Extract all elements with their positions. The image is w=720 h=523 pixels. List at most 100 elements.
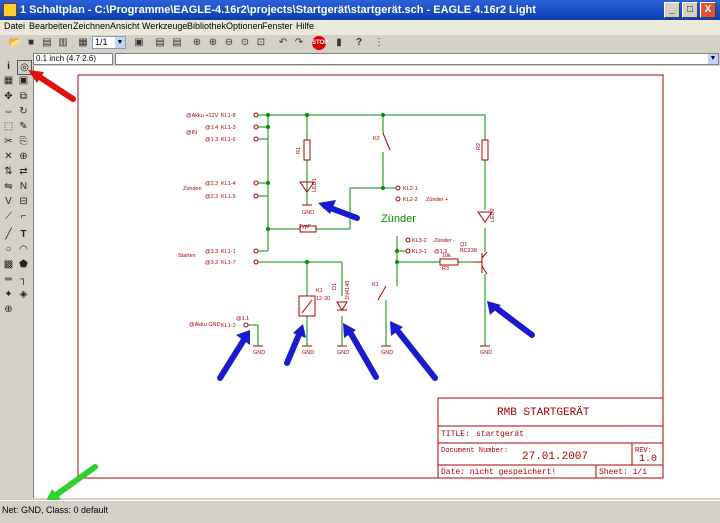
sheet-icon[interactable]: ▦ <box>78 37 88 48</box>
relay-label: K1 <box>316 288 323 294</box>
conn-label: KL1-7 <box>221 260 236 266</box>
k2-label: K2 <box>373 136 380 142</box>
library-icon[interactable]: ▣ <box>134 37 144 48</box>
group-icon[interactable]: ⬚ <box>3 121 14 132</box>
delete-icon[interactable]: ✕ <box>4 151 13 162</box>
r2-body <box>481 139 489 161</box>
relay-part: 12-30 <box>316 296 330 302</box>
menu-zeichnen[interactable]: Zeichnen <box>73 21 111 31</box>
close-button[interactable]: X <box>700 2 716 18</box>
tb-date-label: Date: nicht gespeichert! <box>441 468 556 477</box>
print-icon[interactable]: ▤ <box>42 37 52 48</box>
wires <box>248 114 486 346</box>
redo-icon[interactable]: ↷ <box>294 37 304 48</box>
sheet-select-value: 1/1 <box>95 37 108 47</box>
move-icon[interactable]: ✥ <box>4 91 13 102</box>
d1-label: D1 <box>332 283 338 290</box>
menu-ansicht[interactable]: Ansicht <box>110 21 140 31</box>
grid-icon[interactable]: ⋮ <box>374 37 384 48</box>
zoom-in-icon[interactable]: ⊕ <box>208 37 218 48</box>
display-icon[interactable]: ▦ <box>3 75 14 86</box>
pin-label: @2.3 <box>205 181 218 187</box>
split-icon[interactable]: ⟋ <box>5 211 12 222</box>
net-icon[interactable]: ┐ <box>19 274 28 285</box>
copy-icon[interactable]: ⧉ <box>19 91 28 102</box>
bus-icon[interactable]: ═ <box>4 274 13 285</box>
label-in: @IN <box>186 130 197 136</box>
replace-icon[interactable]: ⇋ <box>4 181 13 192</box>
pin-label: @1.3 <box>205 137 218 143</box>
connector-pins <box>243 112 411 328</box>
cam-icon[interactable]: ▥ <box>58 37 68 48</box>
polygon-icon[interactable]: ⬟ <box>19 259 28 270</box>
tb-doc-label: Document Number: <box>441 447 508 455</box>
zoom-out-icon[interactable]: ⊖ <box>224 37 234 48</box>
undo-icon[interactable]: ↶ <box>278 37 288 48</box>
kl3-pin: KL3-1 <box>412 249 427 255</box>
pinswap-icon[interactable]: ⇅ <box>4 166 13 177</box>
zoom-area-icon[interactable]: ⊡ <box>256 37 266 48</box>
menu-optionen[interactable]: Optionen <box>226 21 263 31</box>
wire-icon[interactable]: ╱ <box>5 229 12 240</box>
smash-icon[interactable]: ⊟ <box>19 196 28 207</box>
zoom-fit-icon[interactable]: ⊕ <box>192 37 202 48</box>
q1-part: BC238 <box>460 248 477 254</box>
arc-icon[interactable]: ◠ <box>19 244 28 255</box>
blue-arrowheads <box>236 200 501 345</box>
gateswap-icon[interactable]: ⇄ <box>19 166 28 177</box>
components <box>298 132 493 317</box>
sheet-select[interactable]: 1/1 ▼ <box>92 36 126 49</box>
r1-body <box>303 139 311 161</box>
maximize-button[interactable]: □ <box>682 2 698 18</box>
change-icon[interactable]: ✎ <box>19 121 28 132</box>
pin-label: @1.4 <box>205 125 218 131</box>
title-bar: 1 Schaltplan - C:\Programme\EAGLE-4.16r2… <box>0 0 720 20</box>
erc-icon[interactable]: ⊕ <box>4 304 13 315</box>
k1-switch <box>377 285 387 301</box>
menu-hilfe[interactable]: Hilfe <box>296 21 315 31</box>
text-icon[interactable]: T <box>20 229 27 240</box>
save-icon[interactable]: ■ <box>27 37 35 48</box>
label-icon[interactable]: ◈ <box>19 289 28 300</box>
d1-part: 1N4148 <box>345 281 351 300</box>
menu-datei[interactable]: Datei <box>4 21 26 31</box>
gnd-symbols <box>253 204 490 347</box>
menu-bearbeiten[interactable]: Bearbeiten <box>29 21 73 31</box>
cut-icon[interactable]: ✂ <box>4 136 13 147</box>
stop-icon[interactable]: STOP <box>312 36 328 50</box>
menu-bibliothek[interactable]: Bibliothek <box>187 21 227 31</box>
value-icon[interactable]: V <box>5 196 12 207</box>
show-icon[interactable]: ◎ <box>17 60 32 75</box>
mark-icon[interactable]: ▣ <box>18 75 29 86</box>
paste-icon[interactable]: ⎘ <box>19 136 28 147</box>
miter-icon[interactable]: ⌐ <box>20 211 27 222</box>
minimize-button[interactable]: _ <box>664 2 680 18</box>
help-icon[interactable]: ? <box>355 37 363 48</box>
conn-label: KL1-6 <box>221 137 236 143</box>
pin-label: @3.2 <box>205 260 218 266</box>
rotate-icon[interactable]: ↻ <box>19 106 28 117</box>
junction-icon[interactable]: ✦ <box>4 289 13 300</box>
circle-icon[interactable]: ○ <box>5 244 12 255</box>
command-line-input[interactable]: ▼ <box>115 53 719 65</box>
script-icon[interactable]: ▤ <box>155 37 165 48</box>
info-icon[interactable]: i <box>7 61 10 72</box>
label-starten: Starten <box>178 253 196 259</box>
chevron-down-icon: ▼ <box>115 37 125 48</box>
open-folder-icon[interactable]: 📂 <box>8 37 22 48</box>
zoom-redraw-icon[interactable]: ⊙ <box>240 37 250 48</box>
pin-label: @3.3 <box>205 249 218 255</box>
conn-label: KL1-4 <box>221 181 236 187</box>
menu-werkzeuge[interactable]: Werkzeuge <box>142 21 188 31</box>
q1-label: Q1 <box>460 242 467 248</box>
tb-name: RMB STARTGERÄT <box>497 406 590 419</box>
add-icon[interactable]: ⊕ <box>19 151 28 162</box>
ulp-icon[interactable]: ▤ <box>172 37 182 48</box>
rect-icon[interactable]: ▩ <box>3 259 14 270</box>
go-icon[interactable]: ▮ <box>336 37 342 48</box>
name-icon[interactable]: N <box>19 181 28 192</box>
menu-fenster[interactable]: Fenster <box>262 21 293 31</box>
tb-sheet: Sheet: 1/1 <box>599 468 647 477</box>
mirror-icon[interactable]: ⇔ <box>3 106 14 117</box>
